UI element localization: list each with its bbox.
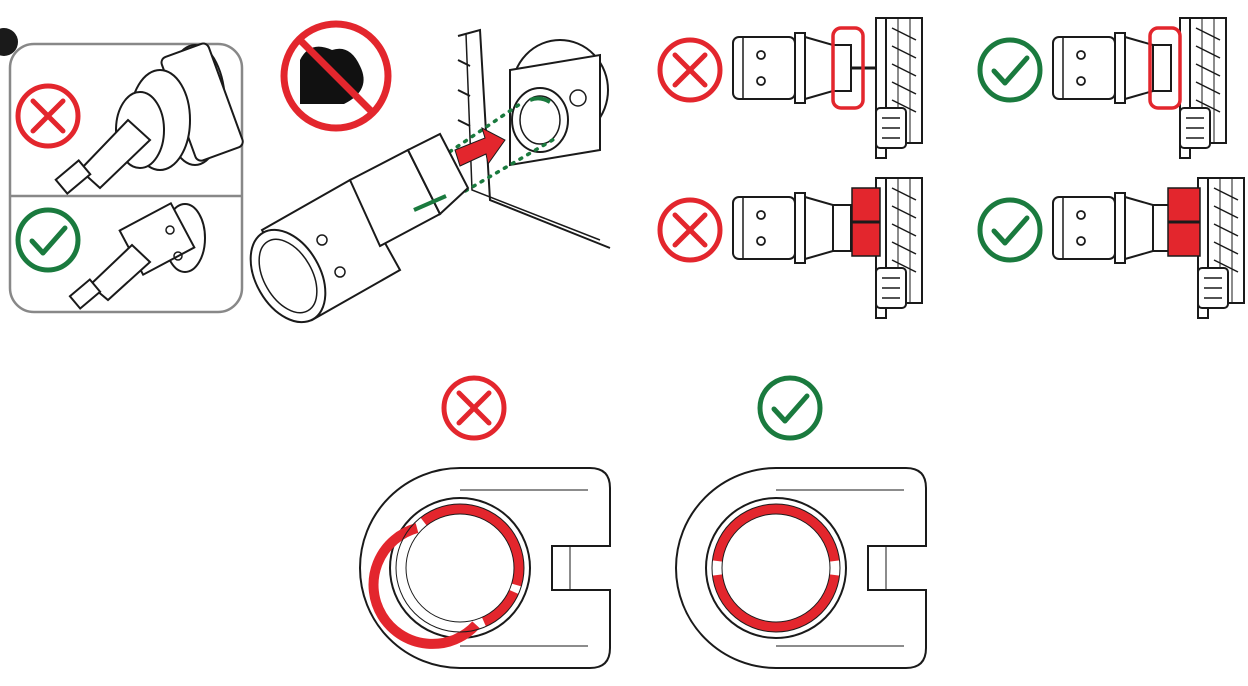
arrow-right-icon — [454, 127, 506, 167]
clamp-orientation-comparison — [359, 378, 927, 669]
seating-comparison-grid — [660, 17, 1245, 319]
correct-connector-illustration — [68, 201, 206, 310]
clamp-wrong — [359, 378, 611, 669]
seating-wrong-gap — [660, 17, 923, 159]
step-bullet — [0, 28, 18, 56]
clamp-correct — [675, 378, 927, 669]
insertion-comparison-panel — [0, 28, 244, 314]
no-force-icon — [280, 20, 392, 132]
inserting-connector — [249, 132, 470, 324]
seating-correct-flush — [980, 17, 1227, 159]
seating-wrong-collar — [660, 177, 923, 319]
panel-receptacle — [509, 39, 609, 167]
insertion-illustration — [249, 20, 611, 324]
seating-correct-collar — [980, 177, 1245, 319]
mounting-panel — [457, 28, 611, 249]
wrong-connector-illustration — [54, 42, 244, 195]
